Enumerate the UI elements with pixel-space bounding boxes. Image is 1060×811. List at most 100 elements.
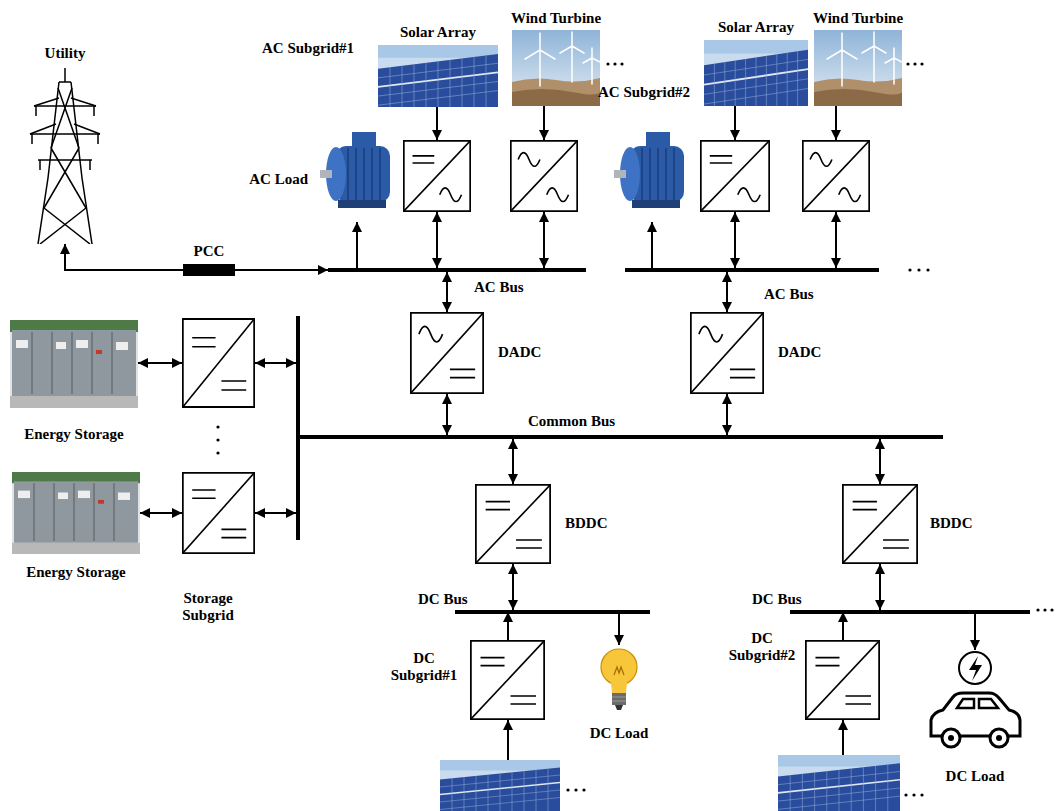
- ac-load: AC Load: [318, 110, 396, 222]
- subgrid-converters: [182, 140, 880, 720]
- wires: [507, 720, 509, 760]
- node-label: Solar Array: [718, 19, 794, 36]
- node-label: Common Bus: [528, 413, 615, 430]
- wind-turbine-picture: [814, 30, 902, 106]
- node-label: DC Bus: [752, 591, 802, 608]
- continuation-dots: [216, 451, 219, 454]
- converter-box: BDDC: [475, 484, 551, 564]
- converter-box-picture: [410, 312, 484, 394]
- continuation-dots: [582, 788, 585, 791]
- continuation-dots: [920, 793, 923, 796]
- solar-array: Solar Array: [378, 45, 498, 107]
- unlabeled-pictures: [778, 755, 900, 811]
- ac-bus: AC Bus: [328, 268, 586, 272]
- power-connector: [879, 439, 881, 484]
- wires: [296, 316, 300, 540]
- wires: [842, 720, 844, 755]
- wires: [255, 512, 296, 514]
- dc-load-picture: [925, 650, 1025, 754]
- continuation-dots: [216, 425, 219, 428]
- continuation-dots: [613, 62, 616, 65]
- wind-turbine-picture: [814, 30, 902, 106]
- node-label: Energy Storage: [26, 564, 126, 581]
- power-connector: [65, 244, 183, 270]
- dc-load-picture: [931, 652, 1020, 747]
- continuation-dots: [913, 62, 916, 65]
- converter-box-picture: [475, 484, 551, 564]
- converter-box-picture: [842, 484, 918, 564]
- node-label: Wind Turbine: [813, 10, 903, 27]
- utility-tower: Utility: [28, 68, 102, 244]
- subgrid-converters: [470, 640, 545, 720]
- continuation-dots: [912, 793, 915, 796]
- subgrid-converters: [802, 140, 870, 212]
- continuation-dots: [1036, 608, 1039, 611]
- subgrid-label: AC Subgrid#2: [598, 84, 690, 101]
- power-connector: [726, 272, 728, 312]
- continuation-dots: [904, 793, 907, 796]
- subgrid-label: DC Subgrid#1: [382, 650, 466, 685]
- continuation-dots: [620, 62, 623, 65]
- wires: [255, 362, 296, 364]
- dc-bus: DC Bus: [455, 610, 650, 614]
- wind-turbine-picture: [512, 30, 600, 106]
- utility-tower-picture: [28, 68, 102, 244]
- node-label: DC Load: [946, 768, 1005, 785]
- subgrid-converters: [805, 640, 880, 720]
- power-connector: [618, 614, 620, 645]
- node-label: PCC: [194, 243, 225, 260]
- power-connector: [974, 614, 976, 650]
- subgrid-converters: [403, 140, 471, 212]
- unlabeled-pictures: [440, 760, 560, 811]
- wind-turbine-picture: [512, 30, 600, 106]
- node-label: BDDC: [565, 515, 608, 532]
- wires: [138, 362, 182, 364]
- utility-tower-picture: [30, 68, 100, 244]
- subgrid-label: Storage Subgrid: [166, 590, 250, 625]
- converter-box-picture: [410, 312, 484, 394]
- node-label: AC Bus: [474, 279, 524, 296]
- energy-storage: Energy Storage: [12, 472, 140, 554]
- wires: [734, 212, 736, 268]
- ac-load-picture: [318, 110, 396, 222]
- wind-turbine: Wind Turbine: [512, 30, 600, 106]
- node-label: AC Bus: [764, 286, 814, 303]
- wires: [842, 612, 844, 640]
- solar-array-picture: [704, 40, 808, 106]
- power-connector: [512, 564, 514, 610]
- wires: [138, 106, 843, 760]
- common-bus: Common Bus: [298, 435, 943, 439]
- wires: [436, 212, 438, 268]
- continuation-dots: [566, 788, 569, 791]
- continuation-dots: [606, 62, 609, 65]
- continuation-dots: [920, 62, 923, 65]
- node-label: Utility: [45, 45, 86, 62]
- node-label: Solar Array: [400, 24, 476, 41]
- solar-array-picture: [378, 45, 498, 107]
- dc-load-picture: [601, 649, 637, 710]
- dc-load-picture: [597, 645, 641, 717]
- continuation-dots: [216, 62, 1053, 796]
- subgrid-converters: [700, 140, 770, 212]
- power-connector: [235, 269, 328, 271]
- continuation-dots: [1050, 608, 1053, 611]
- unlabeled-pictures: [614, 132, 684, 208]
- pcc-switch: PCC: [183, 264, 235, 276]
- node-label: AC Load: [249, 171, 308, 188]
- continuation-dots: [917, 268, 920, 271]
- solar-array-picture: [704, 40, 808, 106]
- dc-bus: DC Bus: [790, 610, 1030, 614]
- energy-storage-picture: [12, 472, 140, 554]
- node-label: DC Bus: [418, 591, 468, 608]
- subgrid-label: DC Subgrid#2: [720, 630, 804, 665]
- power-connector: [356, 222, 358, 268]
- node-label: DADC: [778, 344, 821, 361]
- continuation-dots: [926, 268, 929, 271]
- node-label: DC Load: [590, 725, 649, 742]
- converter-box-picture: [842, 484, 918, 564]
- continuation-dots: [906, 62, 909, 65]
- wires: [734, 106, 736, 140]
